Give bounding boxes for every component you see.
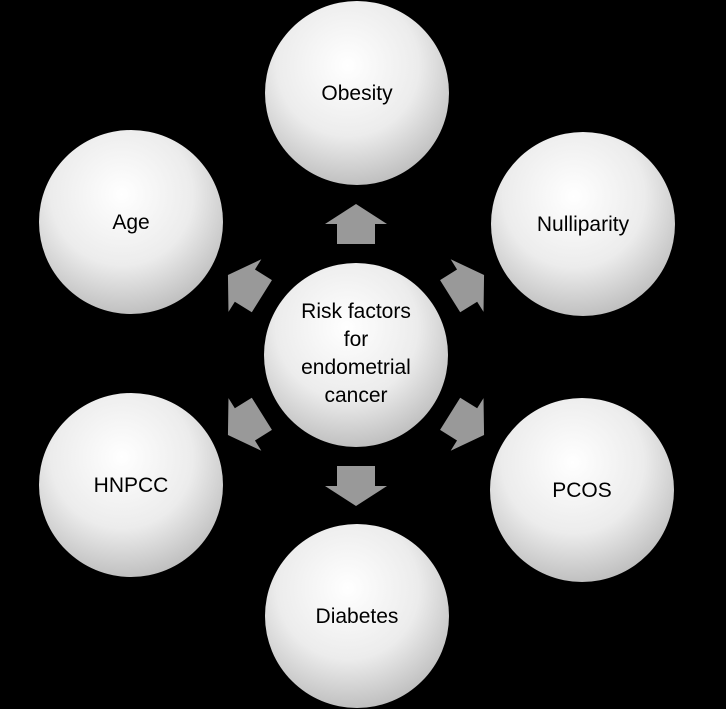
- arrow-upper-right-icon: [440, 259, 485, 313]
- node-age: Age: [39, 130, 223, 314]
- node-label: Diabetes: [316, 605, 399, 628]
- node-label: PCOS: [552, 479, 612, 502]
- node-label: Obesity: [321, 82, 393, 105]
- arrow-down-icon: [325, 466, 387, 506]
- node-diabetes: Diabetes: [265, 524, 449, 708]
- node-nulliparity: Nulliparity: [491, 132, 675, 316]
- node-obesity: Obesity: [265, 1, 449, 185]
- node-hnpcc: HNPCC: [39, 393, 223, 577]
- node-pcos: PCOS: [490, 398, 674, 582]
- arrow-lower-left-icon: [227, 397, 272, 451]
- arrow-upper-left-icon: [227, 259, 272, 313]
- arrow-lower-right-icon: [440, 397, 485, 451]
- center-label-line: Risk factors: [301, 300, 411, 323]
- center-label-line: cancer: [324, 384, 387, 407]
- center-node: Risk factors for endometrial cancer: [264, 263, 448, 447]
- center-label-line: for: [344, 328, 369, 351]
- arrow-up-icon: [325, 204, 387, 244]
- node-label: HNPCC: [94, 474, 169, 497]
- node-label: Nulliparity: [537, 213, 630, 236]
- center-label-line: endometrial: [301, 356, 411, 379]
- node-label: Age: [112, 211, 149, 234]
